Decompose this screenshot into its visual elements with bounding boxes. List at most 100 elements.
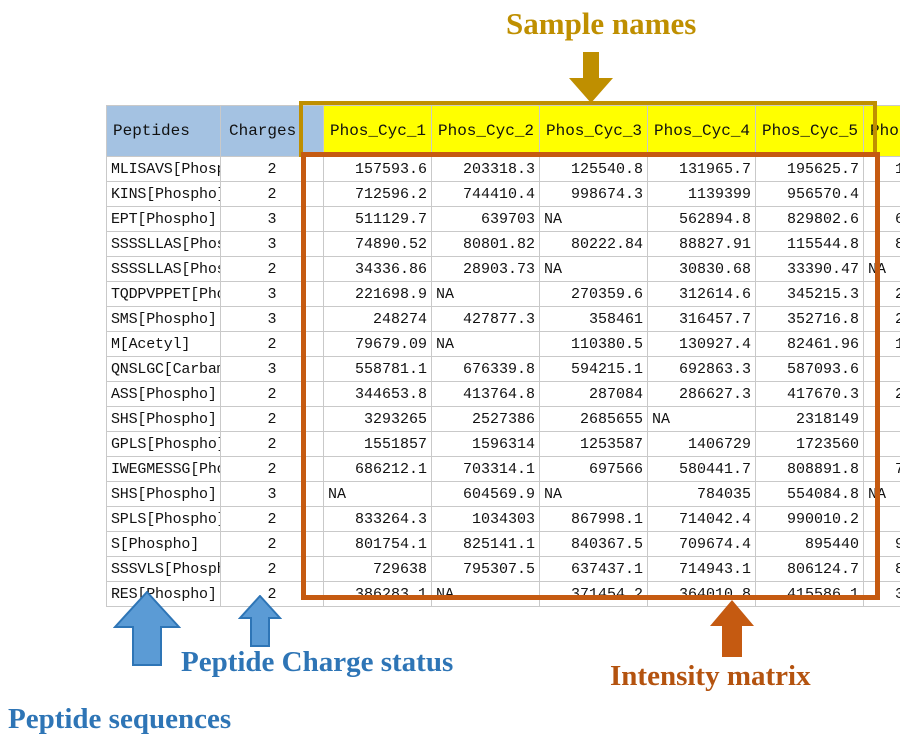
cell-intensity[interactable]: 344653.8 — [323, 381, 432, 407]
cell-peptide-sequence[interactable]: IWEGMESSG[Phospho] — [106, 456, 221, 482]
table-row[interactable]: MLISAVS[Phospho]2157593.6203318.3125540.… — [106, 156, 900, 182]
cell-intensity[interactable]: 913974.4 — [863, 531, 900, 557]
cell-charge[interactable]: 2 — [220, 331, 324, 357]
cell-charge[interactable]: 2 — [220, 456, 324, 482]
cell-intensity[interactable]: 511129.7 — [323, 206, 432, 232]
cell-charge[interactable]: 3 — [220, 206, 324, 232]
column-header-peptides[interactable]: Peptides — [106, 105, 221, 157]
cell-intensity[interactable]: 155724.4 — [863, 331, 900, 357]
cell-peptide-sequence[interactable]: KINS[Phospho] — [106, 181, 221, 207]
cell-intensity[interactable]: 580441.7 — [647, 456, 756, 482]
cell-charge[interactable]: 2 — [220, 406, 324, 432]
cell-intensity[interactable]: 998674.3 — [539, 181, 648, 207]
cell-peptide-sequence[interactable]: EPT[Phospho] — [106, 206, 221, 232]
peptide-intensity-table[interactable]: Peptides Charges Phos_Cyc_1 Phos_Cyc_2 P… — [106, 105, 900, 607]
table-row[interactable]: SSSSLLAS[Phospho]234336.8628903.73NA3083… — [106, 256, 900, 282]
cell-intensity-na[interactable]: NA — [431, 581, 540, 607]
cell-peptide-sequence[interactable]: MLISAVS[Phospho] — [106, 156, 221, 182]
cell-intensity[interactable]: 714943.1 — [647, 556, 756, 582]
cell-intensity[interactable]: 221698.9 — [323, 281, 432, 307]
cell-intensity[interactable]: 415586.1 — [755, 581, 864, 607]
cell-intensity[interactable]: 729638 — [323, 556, 432, 582]
table-row[interactable]: IWEGMESSG[Phospho]2686212.1703314.169756… — [106, 456, 900, 482]
cell-peptide-sequence[interactable]: SHS[Phospho] — [106, 481, 221, 507]
cell-charge[interactable]: 3 — [220, 306, 324, 332]
cell-intensity[interactable]: 131965.7 — [647, 156, 756, 182]
cell-intensity[interactable]: 195625.7 — [755, 156, 864, 182]
cell-intensity-na[interactable]: NA — [539, 206, 648, 232]
cell-intensity[interactable]: 285275.5 — [863, 306, 900, 332]
cell-intensity-na[interactable]: NA — [863, 481, 900, 507]
cell-intensity[interactable]: 645625.4 — [863, 206, 900, 232]
table-row[interactable]: SSSSLLAS[Phospho]374890.5280801.8280222.… — [106, 231, 900, 257]
cell-intensity[interactable]: 34336.86 — [323, 256, 432, 282]
cell-intensity[interactable]: 604569.9 — [431, 481, 540, 507]
cell-intensity[interactable]: 639703 — [431, 206, 540, 232]
cell-intensity[interactable]: 808891.8 — [755, 456, 864, 482]
cell-intensity[interactable]: 345215.3 — [755, 281, 864, 307]
cell-intensity[interactable]: 180664.5 — [863, 156, 900, 182]
cell-intensity[interactable]: 2527386 — [431, 406, 540, 432]
cell-intensity[interactable]: 28903.73 — [431, 256, 540, 282]
column-header-sample-3[interactable]: Phos_Cyc_3 — [539, 105, 648, 157]
cell-intensity[interactable]: 594215.1 — [539, 356, 648, 382]
cell-charge[interactable]: 2 — [220, 156, 324, 182]
cell-peptide-sequence[interactable]: M[Acetyl] — [106, 331, 221, 357]
cell-intensity[interactable]: 1551857 — [323, 431, 432, 457]
cell-intensity[interactable]: 286627.3 — [647, 381, 756, 407]
cell-intensity[interactable]: 2685655 — [539, 406, 648, 432]
cell-intensity-na[interactable]: NA — [539, 481, 648, 507]
cell-intensity[interactable]: 558781.1 — [323, 356, 432, 382]
cell-intensity[interactable]: 157593.6 — [323, 156, 432, 182]
cell-intensity[interactable]: 1139399 — [647, 181, 756, 207]
cell-intensity[interactable]: 1596314 — [431, 431, 540, 457]
cell-intensity[interactable]: 895440 — [755, 531, 864, 557]
cell-intensity[interactable]: 745552.6 — [863, 456, 900, 482]
column-header-sample-5[interactable]: Phos_Cyc_5 — [755, 105, 864, 157]
cell-intensity-na[interactable]: NA — [323, 481, 432, 507]
cell-intensity[interactable]: 712596.2 — [323, 181, 432, 207]
cell-intensity[interactable]: 1034303 — [431, 506, 540, 532]
cell-peptide-sequence[interactable]: SSSSLLAS[Phospho] — [106, 256, 221, 282]
cell-intensity[interactable]: 829802.6 — [755, 206, 864, 232]
cell-charge[interactable]: 3 — [220, 231, 324, 257]
cell-intensity[interactable]: 88827.91 — [647, 231, 756, 257]
cell-intensity[interactable]: 587093.6 — [755, 356, 864, 382]
cell-intensity[interactable]: 692863.3 — [647, 356, 756, 382]
cell-intensity[interactable]: 270359.6 — [539, 281, 648, 307]
cell-intensity[interactable]: 825141.1 — [431, 531, 540, 557]
cell-peptide-sequence[interactable]: SSSVLS[Phospho] — [106, 556, 221, 582]
cell-intensity[interactable]: 1253587 — [539, 431, 648, 457]
cell-intensity[interactable]: 709674.4 — [647, 531, 756, 557]
cell-intensity[interactable]: 3293265 — [323, 406, 432, 432]
cell-intensity[interactable]: 82461.96 — [755, 331, 864, 357]
cell-intensity[interactable]: 80222.84 — [539, 231, 648, 257]
cell-intensity[interactable]: 80801.82 — [431, 231, 540, 257]
column-header-sample-1[interactable]: Phos_Cyc_1 — [323, 105, 432, 157]
cell-intensity[interactable]: 371454.2 — [539, 581, 648, 607]
cell-intensity[interactable]: 203318.3 — [431, 156, 540, 182]
cell-intensity-na[interactable]: NA — [431, 331, 540, 357]
cell-intensity[interactable]: 373595.6 — [863, 581, 900, 607]
cell-charge[interactable]: 2 — [220, 381, 324, 407]
cell-charge[interactable]: 2 — [220, 506, 324, 532]
cell-intensity[interactable]: 80334.69 — [863, 231, 900, 257]
table-row[interactable]: SSSVLS[Phospho]2729638795307.5637437.171… — [106, 556, 900, 582]
cell-charge[interactable]: 3 — [220, 481, 324, 507]
cell-intensity[interactable]: 413764.8 — [431, 381, 540, 407]
cell-intensity[interactable]: 417670.3 — [755, 381, 864, 407]
cell-intensity[interactable]: 1502006 — [863, 431, 900, 457]
cell-intensity[interactable]: 427877.3 — [431, 306, 540, 332]
cell-intensity[interactable]: 1120046 — [863, 181, 900, 207]
cell-charge[interactable]: 2 — [220, 531, 324, 557]
cell-intensity[interactable]: 312614.6 — [647, 281, 756, 307]
cell-intensity[interactable]: 284286.5 — [863, 281, 900, 307]
cell-intensity-na[interactable]: NA — [431, 281, 540, 307]
cell-intensity[interactable]: 744410.4 — [431, 181, 540, 207]
cell-intensity[interactable]: 130927.4 — [647, 331, 756, 357]
